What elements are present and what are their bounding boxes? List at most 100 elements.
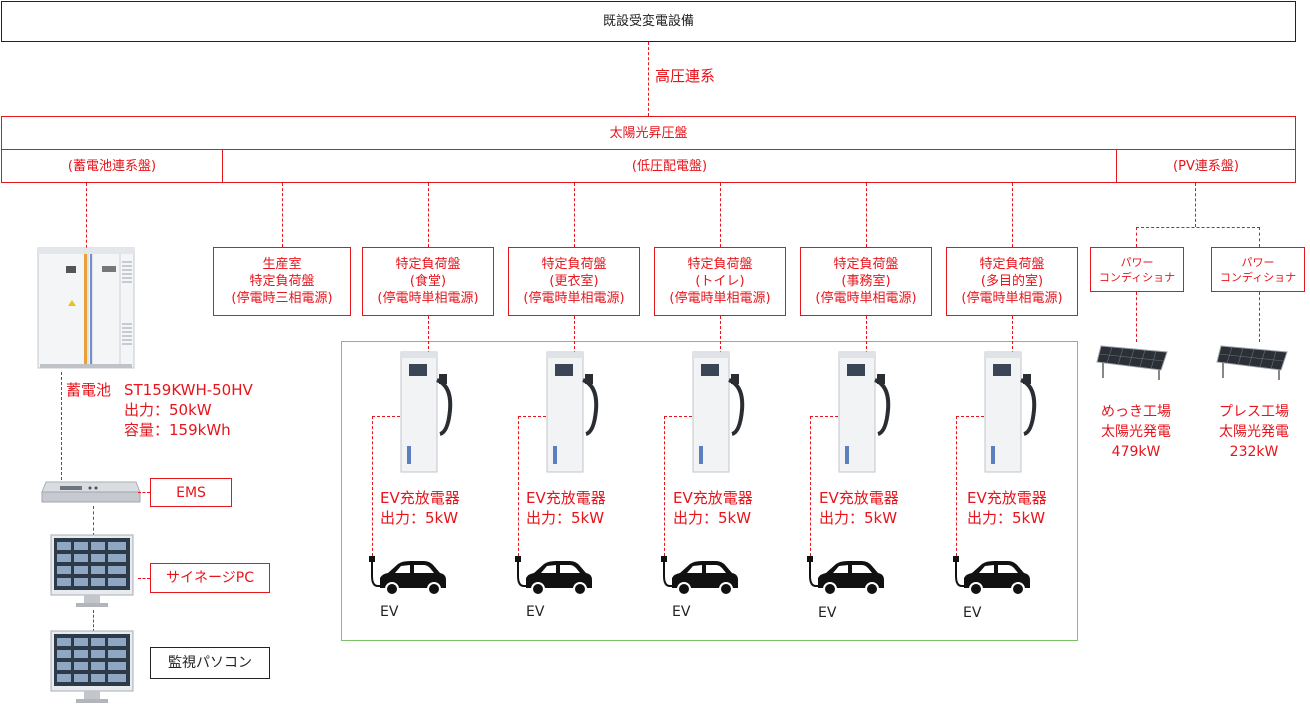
ems-label-box: EMS	[150, 478, 232, 507]
connector-line	[810, 416, 838, 417]
load-panel-line: (停電時単相電源)	[669, 291, 771, 306]
load-panel-line: (更衣室)	[549, 274, 599, 289]
ems-device-icon	[41, 481, 141, 503]
charger-name: EV充放電器	[380, 489, 460, 507]
connector-line	[93, 506, 94, 536]
charger-name: EV充放電器	[819, 489, 899, 507]
load-panel-line: 特定負荷盤	[395, 257, 461, 272]
battery-model: ST159KWH-50HV	[124, 381, 253, 399]
pv-link-panel-label: (PV連系盤)	[1173, 158, 1239, 174]
connector-line	[866, 183, 867, 247]
charger-label: EV充放電器 出力：5kW	[967, 488, 1067, 528]
charger-output: 出力：5kW	[380, 509, 459, 527]
connector-line	[282, 183, 283, 247]
connector-line	[93, 610, 94, 632]
battery-cabinet-icon	[37, 247, 135, 369]
connector-line	[720, 316, 721, 354]
monitor-pc-label: 監視パソコン	[168, 655, 252, 671]
connector-line	[61, 372, 62, 480]
connector-line	[720, 183, 721, 247]
connector-line	[428, 183, 429, 247]
ev-label: EV	[963, 605, 982, 621]
connector-line	[1012, 183, 1013, 247]
connector-line	[1136, 227, 1260, 228]
car-icon	[661, 556, 738, 596]
ev-charger-icon	[984, 351, 1037, 473]
monitor-pc-label-box: 監視パソコン	[150, 647, 270, 679]
charger-label: EV充放電器 出力：5kW	[526, 488, 626, 528]
charger-output: 出力：5kW	[673, 509, 752, 527]
ev-label: EV	[526, 604, 545, 620]
battery-capacity: 容量：159kWh	[124, 421, 231, 439]
charger-output: 出力：5kW	[819, 509, 898, 527]
load-panel-box: 特定負荷盤 (トイレ) (停電時単相電源)	[654, 247, 786, 316]
existing-substation-label: 既設受変電設備	[602, 14, 694, 29]
connector-line	[956, 416, 957, 556]
load-panel-line: (事務室)	[841, 274, 891, 289]
solar-site-line: めっき工場	[1101, 404, 1171, 420]
load-panel-line: (多目的室)	[980, 274, 1044, 289]
solar-site-line: 太陽光発電	[1219, 424, 1289, 440]
power-conditioner-box: パワー コンディショナ	[1211, 247, 1305, 292]
signage-pc-label: サイネージPC	[166, 570, 254, 586]
high-voltage-link-label: 高圧連系	[655, 67, 716, 85]
solar-site-label: プレス工場 太陽光発電 232kW	[1196, 402, 1310, 462]
power-conditioner-line: コンディショナ	[1219, 270, 1297, 284]
battery-name: 蓄電池	[66, 381, 112, 399]
connector-line	[518, 416, 519, 556]
load-panel-line: 特定負荷盤	[249, 274, 315, 289]
connector-line	[648, 42, 649, 116]
load-panel-box: 特定負荷盤 (更衣室) (停電時単相電源)	[508, 247, 640, 316]
low-voltage-panel-label: (低圧配電盤)	[631, 158, 708, 174]
solar-site-line: 太陽光発電	[1101, 424, 1171, 440]
ev-charger-icon	[838, 351, 891, 473]
connector-line	[956, 416, 984, 417]
step-up-panel-box: 太陽光昇圧盤	[1, 116, 1296, 150]
load-panel-line: (停電時単相電源)	[961, 291, 1063, 306]
charger-label: EV充放電器 出力：5kW	[673, 488, 773, 528]
power-conditioner-line: パワー	[1120, 255, 1154, 269]
connector-line	[1259, 227, 1260, 247]
load-panel-line: (停電時単相電源)	[815, 291, 917, 306]
charger-label: EV充放電器 出力：5kW	[380, 488, 480, 528]
load-panel-line: 特定負荷盤	[833, 257, 899, 272]
load-panel-line: (トイレ)	[695, 274, 745, 289]
charger-name: EV充放電器	[673, 489, 753, 507]
battery-link-panel-label: (蓄電池連系盤)	[67, 158, 157, 174]
load-panel-line: 特定負荷盤	[979, 257, 1045, 272]
car-icon	[515, 556, 592, 596]
power-conditioner-box: パワー コンディショナ	[1090, 247, 1184, 292]
step-up-panel-label: 太陽光昇圧盤	[609, 125, 688, 141]
connector-line	[518, 416, 546, 417]
load-panel-line: 特定負荷盤	[687, 257, 753, 272]
load-panel-line: 特定負荷盤	[541, 257, 607, 272]
connector-line	[866, 316, 867, 354]
car-icon	[369, 556, 446, 596]
load-panel-line: (停電時単相電源)	[377, 291, 479, 306]
battery-link-panel-box: (蓄電池連系盤)	[1, 149, 223, 183]
connector-line	[428, 316, 429, 354]
charger-label: EV充放電器 出力：5kW	[819, 488, 919, 528]
car-icon	[807, 556, 884, 596]
car-icon	[953, 556, 1030, 596]
ev-charger-icon	[692, 351, 745, 473]
existing-substation-box: 既設受変電設備	[1, 1, 1296, 42]
load-panel-line: (食堂)	[409, 274, 447, 289]
connector-line	[810, 416, 811, 556]
solar-panel-icon	[1216, 345, 1288, 380]
ev-charger-group	[341, 341, 1078, 641]
charger-output: 出力：5kW	[967, 509, 1046, 527]
connector-line	[1136, 292, 1137, 342]
load-panel-line: (停電時単相電源)	[523, 291, 625, 306]
solar-site-line: 479kW	[1111, 444, 1161, 460]
load-panel-box: 特定負荷盤 (多目的室) (停電時単相電源)	[946, 247, 1078, 316]
connector-line	[574, 183, 575, 247]
charger-output: 出力：5kW	[526, 509, 605, 527]
ev-charger-icon	[400, 351, 453, 473]
connector-line	[138, 578, 150, 579]
connector-line	[86, 183, 87, 253]
solar-site-line: 232kW	[1229, 444, 1279, 460]
solar-panel-icon	[1096, 345, 1168, 380]
signage-pc-label-box: サイネージPC	[150, 563, 270, 593]
solar-site-label: めっき工場 太陽光発電 479kW	[1078, 402, 1194, 462]
